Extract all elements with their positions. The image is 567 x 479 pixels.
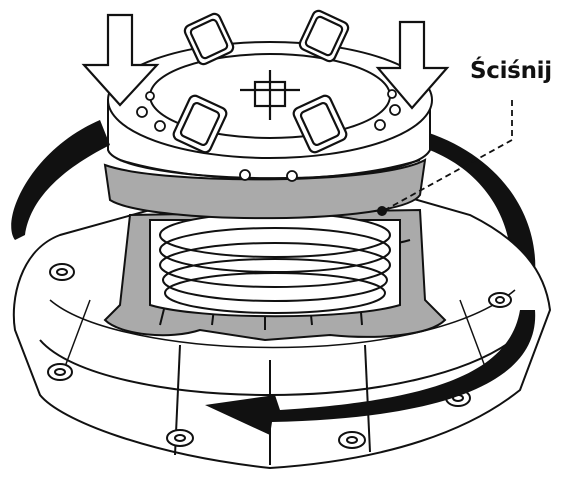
squeeze-label: Ściśnij xyxy=(470,58,552,84)
press-arrows xyxy=(81,13,450,110)
down-arrow-icon-left xyxy=(81,13,160,107)
head-tabs xyxy=(172,9,350,154)
rotation-arrow-front-left xyxy=(11,120,110,240)
locking-ring xyxy=(103,158,427,220)
down-arrow-icon-right xyxy=(375,20,450,110)
callout-leader xyxy=(384,100,513,211)
head-holes xyxy=(136,89,401,182)
base-screw-holes xyxy=(47,263,512,449)
callout-point xyxy=(377,206,387,216)
threaded-column xyxy=(149,212,401,318)
curved-arrow-icon xyxy=(205,310,536,435)
